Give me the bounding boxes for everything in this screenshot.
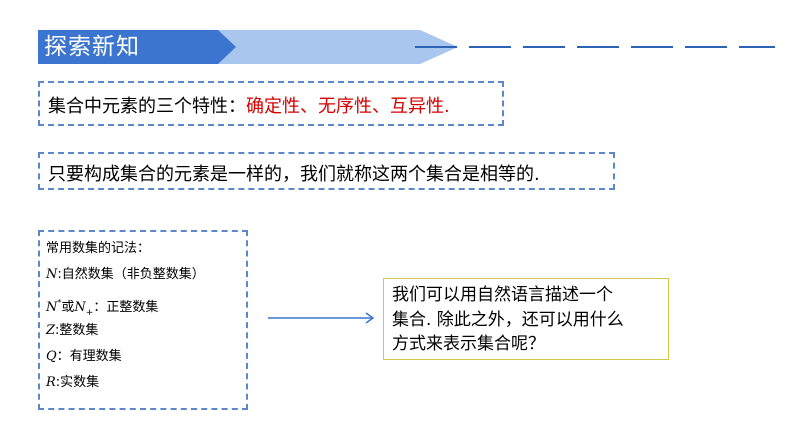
arrow-right-icon (268, 312, 375, 324)
notation-label: :整数集 (55, 323, 99, 338)
symbol-n-plus: N (74, 300, 86, 315)
symbol-r: R (46, 375, 56, 390)
symbol-q: Q (46, 349, 57, 364)
properties-text: 集合中元素的三个特性：确定性、无序性、互异性. (48, 92, 450, 118)
notation-label: :实数集 (55, 375, 100, 390)
properties-box: 集合中元素的三个特性：确定性、无序性、互异性. (38, 81, 504, 126)
equality-box: 只要构成集合的元素是一样的，我们就称这两个集合是相等的. (38, 152, 615, 190)
notation-heading: 常用数集的记法： (46, 241, 151, 256)
question-line: 方式来表示集合呢？ (392, 334, 545, 354)
question-line: 集合. 除此之外，还可以用什么 (392, 310, 624, 330)
question-line: 我们可以用自然语言描述一个 (392, 285, 613, 305)
notation-label: ：正整数集 (93, 300, 159, 315)
symbol-z: Z (46, 323, 56, 338)
dashed-rule (415, 46, 775, 48)
notation-item-q: Q：有理数集 (46, 348, 122, 366)
notation-item-r: R:实数集 (46, 374, 99, 392)
properties-traits: 确定性、无序性、互异性 (246, 96, 444, 117)
subscript-plus: + (85, 308, 94, 318)
symbol-n: N (46, 267, 58, 282)
notation-item-n: N:自然数集（非负整数集） (46, 266, 205, 284)
question-box: 我们可以用自然语言描述一个 集合. 除此之外，还可以用什么 方式来表示集合呢？ (383, 278, 669, 360)
superscript-star: * (57, 298, 62, 307)
symbol-n-star: N (46, 300, 58, 315)
notation-box: 常用数集的记法： N:自然数集（非负整数集） N*或N+：正整数集 Z:整数集 … (38, 230, 248, 410)
notation-label: ：有理数集 (56, 349, 122, 364)
notation-item-z: Z:整数集 (46, 322, 98, 340)
section-banner: 探索新知 (38, 30, 458, 64)
equality-text: 只要构成集合的元素是一样的，我们就称这两个集合是相等的. (48, 164, 540, 185)
notation-label: :自然数集（非负整数集） (57, 267, 205, 282)
properties-lead: 集合中元素的三个特性： (48, 96, 246, 117)
section-title: 探索新知 (44, 34, 140, 60)
notation-item-nplus: N*或N+：正整数集 (46, 294, 158, 322)
properties-end: . (444, 96, 450, 117)
banner-shape (38, 30, 458, 64)
or-word: 或 (61, 300, 75, 315)
